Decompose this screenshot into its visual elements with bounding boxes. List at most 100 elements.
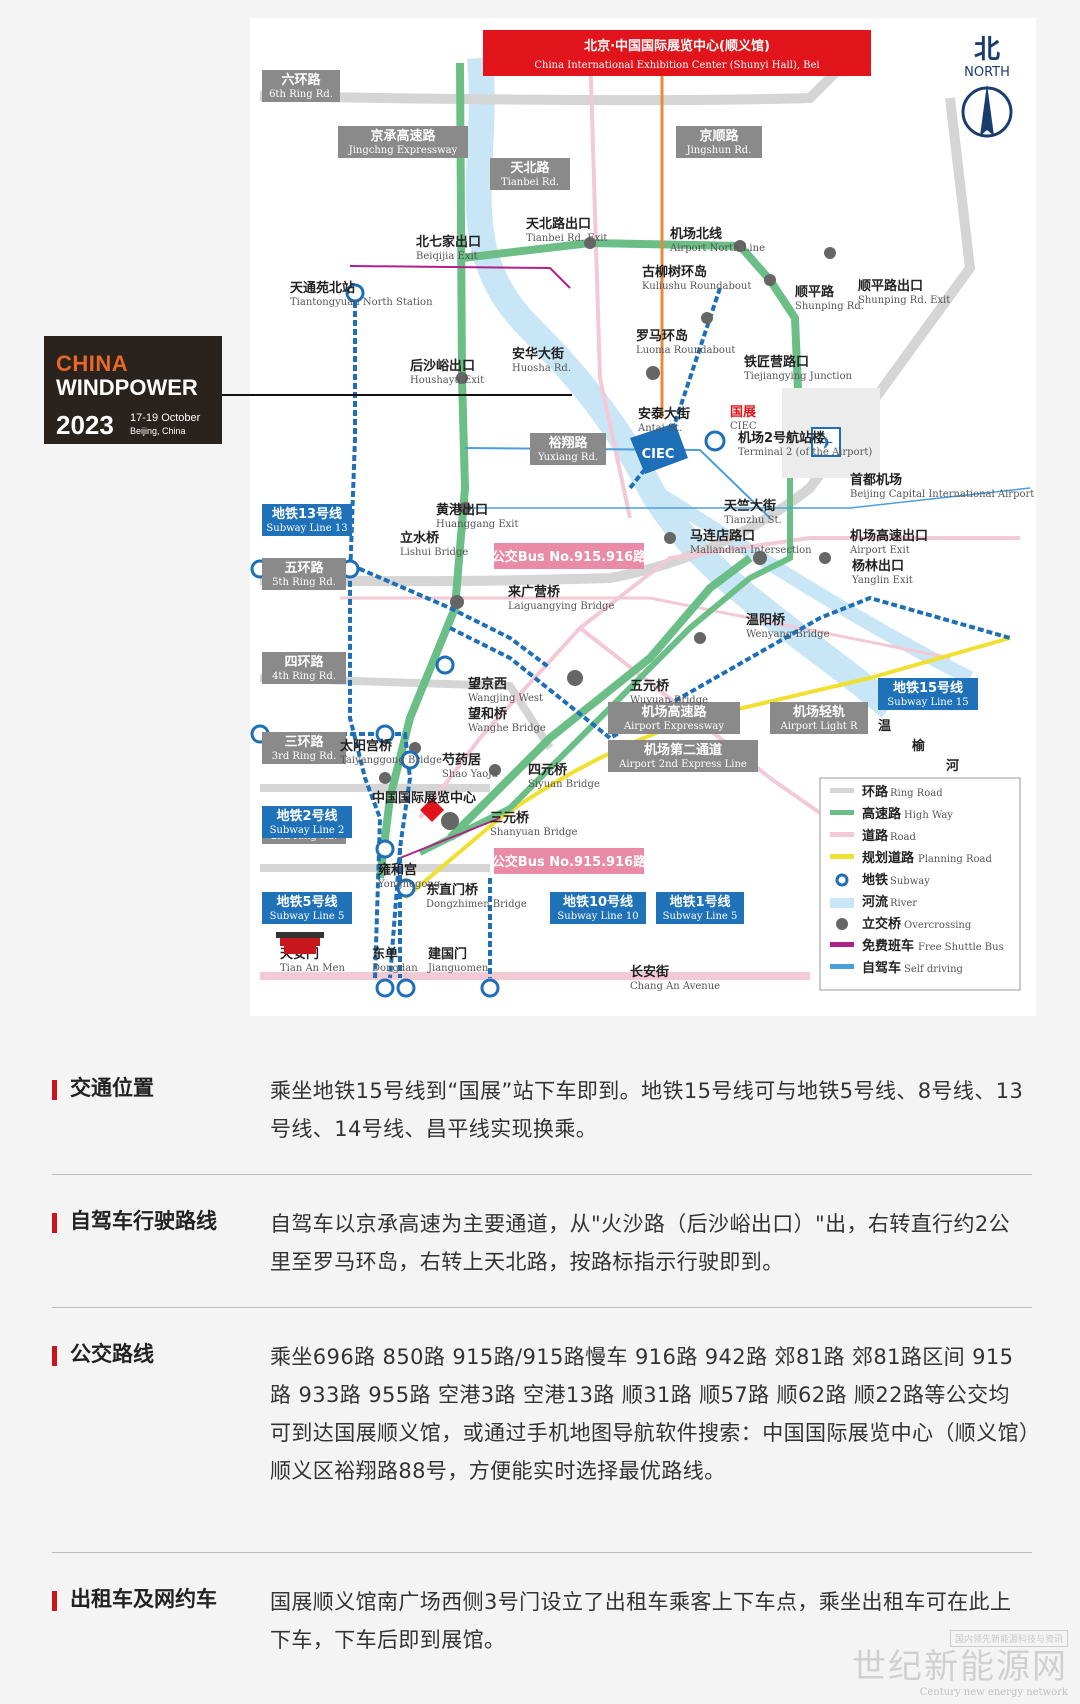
bus-sign-1 [494, 543, 644, 569]
place-label-en: Yonghegong [377, 879, 441, 890]
place-label-cn: 马连店路口 [690, 528, 755, 544]
place-label-cn: 来广营桥 [507, 584, 561, 600]
legend-cn: 高速路 [862, 806, 902, 822]
road-sign-cn: 天北路 [510, 160, 550, 176]
place-label-en: Huosha Rd. [512, 363, 571, 374]
bus-sign-1-text: 公交Bus No.915.916路 [492, 549, 647, 565]
place-label-cn: 东直门桥 [426, 882, 479, 898]
section-bar [52, 1080, 57, 1100]
place-label-cn: 天北路出口 [526, 216, 591, 232]
road-sign-en: 5th Ring Rd. [272, 577, 336, 588]
subway-sign-en: Subway Line 5 [663, 911, 738, 922]
road-sign-cn: 机场轻轨 [793, 704, 845, 720]
venue-banner-cn: 北京·中国国际展览中心(顺义馆) [584, 38, 770, 54]
place-label-cn: 顺平路 [795, 284, 835, 300]
place-label-en: Chang An Avenue [630, 981, 720, 992]
place-label: 中国国际展览中心 [372, 790, 476, 806]
section-body: 国展顺义馆南广场西侧3号门设立了出租车乘客上下车点，乘坐出租车可在此上下车，下车… [270, 1590, 1012, 1652]
place-label-en: Jianguomen [427, 963, 489, 974]
place-label-en: Tiejiangying Junction [744, 371, 852, 382]
legend-cn: 立交桥 [862, 916, 902, 932]
river-label-2: 榆 [912, 738, 926, 754]
road-sign-bg [530, 433, 606, 465]
place-label-cn: 温阳桥 [746, 612, 786, 628]
place-label-cn: 古柳树环岛 [642, 264, 707, 280]
subway-sign-en: Subway Line 15 [887, 697, 968, 708]
place-label-en: Shanyuan Bridge [490, 827, 577, 838]
place-label-cn: 机场北线 [670, 226, 722, 242]
road-sign-bg [490, 158, 570, 190]
highway-airport-north [461, 238, 804, 439]
place-label-cn: 太阳宫桥 [339, 738, 393, 754]
legend-en: Subway [890, 876, 930, 887]
road-sign-en: Tianbei Rd. [501, 177, 559, 188]
place-label-en: Dongdan [372, 963, 418, 974]
legend-en: Planning Road [918, 854, 993, 865]
place-label-cn: 安泰大街 [638, 406, 690, 422]
subway-sign-cn: 地铁2号线 [276, 808, 337, 824]
logo-year: 2023 [56, 410, 114, 440]
place-label-en: Tiantongyuan North Station [290, 297, 433, 308]
road-d [340, 596, 951, 660]
road-sign-bg [676, 126, 762, 158]
legend-en: Ring Road [890, 788, 943, 799]
subway-sign-bg [262, 892, 352, 924]
place-label-en: Terminal 2 (of the Airport) [738, 447, 872, 458]
logo-dates-text: 17-19 October [130, 412, 201, 424]
ciec-marker-label: CIEC [642, 447, 675, 462]
legend-swatch [835, 873, 849, 887]
road-sign-bg [262, 652, 346, 684]
legend-swatch [830, 942, 854, 947]
place-label-en: Antai St. [637, 423, 682, 434]
place-label-cn: 望京西 [468, 676, 507, 692]
place-label-en: Airport North Line [669, 243, 765, 254]
legend-en: Self driving [904, 964, 964, 975]
legend-cn: 自驾车 [862, 960, 901, 976]
section-bar [52, 1213, 57, 1233]
shuttle-route [349, 265, 571, 289]
legend-en: River [890, 898, 917, 909]
road-sign-en: 6th Ring Rd. [269, 89, 333, 100]
section-bar [52, 1346, 57, 1366]
legend-cn: 规划道路 [862, 850, 915, 866]
subway-sign-bg [878, 678, 978, 710]
road-sign-cn: 五环路 [284, 560, 324, 576]
legend-cn: 河流 [862, 894, 888, 910]
place-label-en: Huanggang Exit [436, 519, 519, 530]
highway-airport-2nd [447, 554, 753, 841]
subway-sign-en: Subway Line 13 [266, 523, 347, 534]
legend-cn: 环路 [862, 784, 889, 800]
place-label-cn: 建国门 [428, 946, 467, 962]
place-label-en: Airport Exit [849, 545, 910, 556]
place-label-en: Kuliushu Roundabout [642, 281, 751, 292]
river-label-3: 河 [946, 758, 959, 774]
road-sign-cn: 三环路 [284, 734, 324, 750]
legend-swatch [830, 964, 854, 969]
place-label-cn: 后沙峪出口 [410, 358, 475, 374]
subway-sign-bg [262, 504, 352, 536]
legend-en: Road [890, 832, 917, 843]
subway-sign-bg [262, 806, 352, 838]
road-c [588, 47, 632, 519]
road-sign-en: Jingchng Expressway [348, 145, 458, 156]
